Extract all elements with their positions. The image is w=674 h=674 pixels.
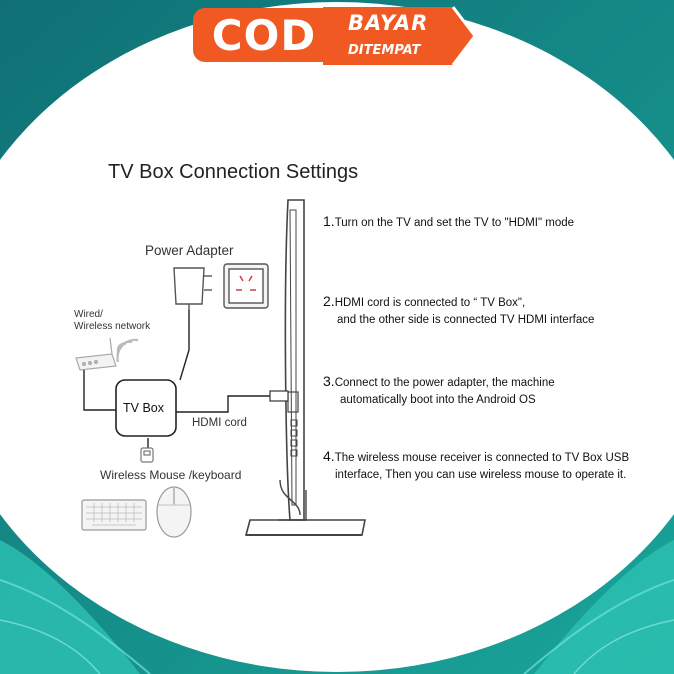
step-text: and the other side is connected TV HDMI … — [337, 314, 595, 326]
keyboard-icon — [81, 499, 147, 531]
hdmi-cord-label: HDMI cord — [192, 417, 247, 429]
step-text: Turn on the TV and set the TV to "HDMI" … — [334, 217, 575, 229]
power-adapter-label: Power Adapter — [145, 243, 234, 258]
step-number: 3. — [323, 373, 335, 389]
router-icon — [75, 337, 117, 371]
step-3: 3.Connect to the power adapter, the mach… — [323, 373, 653, 409]
step-2: 2.HDMI cord is connected to “ TV Box", a… — [323, 293, 653, 329]
mouse-icon — [156, 486, 192, 538]
tv-box-label: TV Box — [123, 401, 164, 415]
wifi-icon — [116, 338, 139, 363]
ditempat-label: DITEMPAT — [348, 43, 421, 58]
hdmi-plug — [269, 390, 289, 402]
tv-icon — [244, 199, 366, 536]
cod-badge: COD BAYAR DITEMPAT — [193, 5, 478, 67]
cod-label: COD — [193, 8, 335, 62]
wireless-mouse-label: Wireless Mouse /keyboard — [100, 468, 242, 482]
step-number: 1. — [323, 213, 335, 229]
wired-label: Wired/ — [74, 309, 103, 320]
power-plug-icon — [173, 267, 212, 310]
bayar-ditempat-banner — [313, 5, 478, 67]
step-text: automatically boot into the Android OS — [340, 394, 536, 406]
step-number: 4. — [323, 448, 335, 464]
bayar-label: BAYAR — [348, 11, 429, 35]
page-title: TV Box Connection Settings — [108, 161, 359, 183]
wall-socket-icon — [223, 263, 269, 309]
usb-receiver-icon — [140, 447, 154, 463]
step-text: Connect to the power adapter, the machin… — [334, 377, 555, 389]
step-4: 4.The wireless mouse receiver is connect… — [323, 448, 653, 484]
step-text: HDMI cord is connected to “ TV Box", — [334, 297, 526, 309]
step-text: interface, Then you can use wireless mou… — [335, 469, 627, 481]
connection-wires — [83, 310, 288, 450]
step-number: 2. — [323, 293, 335, 309]
step-text: The wireless mouse receiver is connected… — [334, 452, 630, 464]
wireless-network-label: Wireless network — [74, 321, 151, 332]
step-1: 1.Turn on the TV and set the TV to "HDMI… — [323, 213, 653, 232]
tv-box-device — [115, 379, 177, 437]
